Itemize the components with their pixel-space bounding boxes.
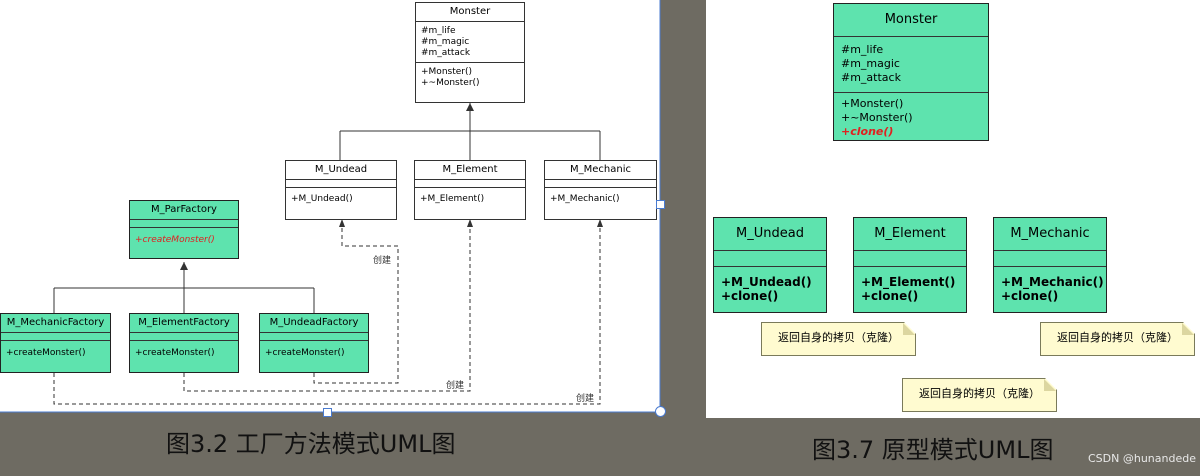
method: +Monster() [421,67,472,77]
watermark: CSDN @hunandede [1088,452,1196,465]
clone-note: 返回自身的拷贝（克隆） [1040,322,1195,356]
element-factory-class: M_ElementFactory +createMonster() [129,313,239,373]
create-label: 创建 [446,381,465,391]
class-name: M_ElementFactory [138,317,230,328]
resize-handle[interactable] [655,406,666,417]
abstract-method: +clone() [841,125,894,138]
method: +Monster() [841,97,904,110]
method: +createMonster() [6,348,86,358]
method: +M_Mechanic() [550,194,620,204]
factory-caption: 图3.2 工厂方法模式UML图 [166,430,456,458]
method: +~Monster() [841,111,913,124]
class-name: Monster [884,12,938,27]
mechanic-factory-class: M_MechanicFactory +createMonster() [0,313,111,373]
method: +M_Mechanic() [1001,275,1104,289]
resize-handle[interactable] [656,200,665,209]
mechanic-class: M_Mechanic +M_Mechanic() [544,160,657,220]
method: +~Monster() [421,78,480,88]
resize-handle[interactable] [323,408,332,417]
undead-class: M_Undead +M_Undead() +clone() [713,217,827,313]
monster-class: Monster #m_life #m_magic #m_attack +Mons… [415,2,525,103]
method: +M_Element() [420,194,485,204]
clone-note: 返回自身的拷贝（克隆） [902,378,1057,412]
class-name: M_ParFactory [151,204,217,215]
class-name: M_MechanicFactory [6,317,105,328]
method: +clone() [861,289,919,303]
class-name: M_Mechanic [1010,226,1090,241]
method: +M_Undead() [291,194,353,204]
create-label: 创建 [373,256,392,266]
attribute: #m_magic [421,37,470,47]
element-class: M_Element +M_Element() [414,160,526,220]
class-name: M_Undead [314,164,368,175]
method: +clone() [721,289,779,303]
method: +createMonster() [265,348,345,358]
attribute: #m_magic [841,57,900,70]
attribute: #m_attack [841,71,901,84]
method: +createMonster() [135,348,215,358]
attribute: #m_attack [421,48,471,58]
class-name: Monster [449,6,491,17]
create-label: 创建 [576,394,595,404]
class-name: M_UndeadFactory [269,317,359,328]
element-class: M_Element +M_Element() +clone() [853,217,967,313]
method: +M_Undead() [721,275,812,289]
mechanic-class: M_Mechanic +M_Mechanic() +clone() [993,217,1107,313]
abstract-method: +createMonster() [135,235,215,245]
class-name: M_Undead [736,226,804,241]
undead-factory-class: M_UndeadFactory +createMonster() [259,313,369,373]
monster-class: Monster #m_life #m_magic #m_attack +Mons… [833,3,989,141]
attribute: #m_life [841,43,884,56]
method: +clone() [1001,289,1059,303]
method: +M_Element() [861,275,956,289]
undead-class: M_Undead +M_Undead() [285,160,397,220]
class-name: M_Mechanic [570,164,631,175]
clone-note: 返回自身的拷贝（克隆） [761,322,916,356]
attribute: #m_life [421,26,456,36]
class-name: M_Element [442,164,498,175]
par-factory-class: M_ParFactory +createMonster() [129,200,239,259]
prototype-caption: 图3.7 原型模式UML图 [812,436,1054,464]
class-name: M_Element [874,226,946,241]
